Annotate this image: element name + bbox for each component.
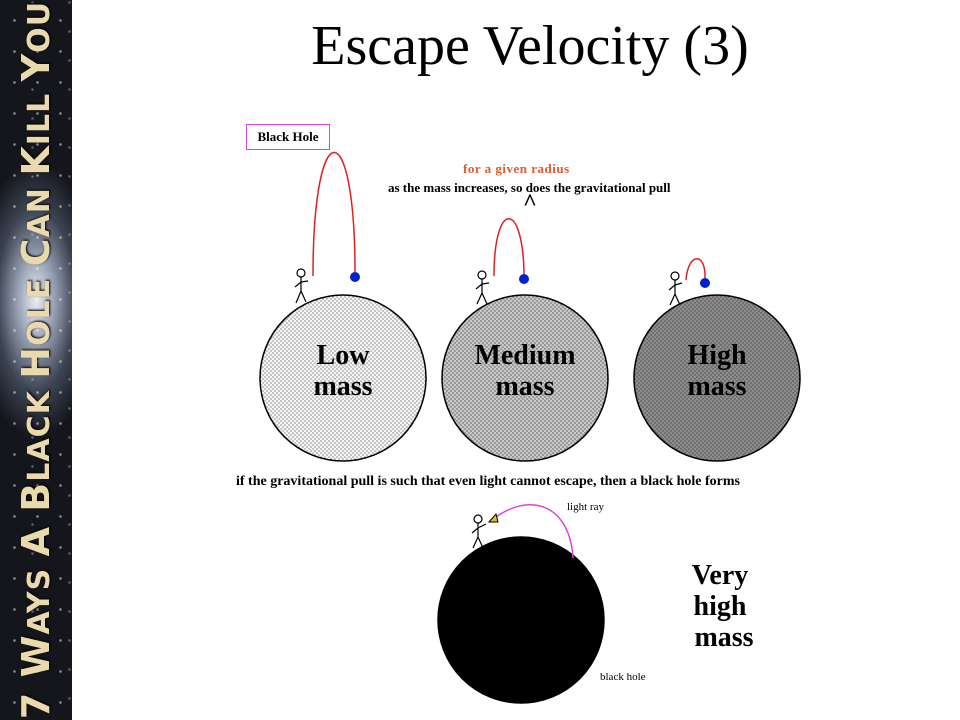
high-mass-line2: mass xyxy=(687,371,747,402)
low-mass-line1: Low xyxy=(316,340,370,371)
radius-note: for a given radius xyxy=(463,161,570,176)
sidebar-banner: 7 WAYS A BLACK HOLE CAN KILL YOU xyxy=(0,0,72,720)
low-mass-ball xyxy=(350,272,360,282)
high-mass-planet xyxy=(633,294,801,462)
medium-mass-line2: mass xyxy=(495,371,555,402)
slide-title: Escape Velocity (3) xyxy=(311,15,749,77)
medium-mass-ball xyxy=(519,274,529,284)
black-hole-planet xyxy=(437,536,605,704)
mass-note: as the mass increases, so does the gravi… xyxy=(388,180,671,195)
very-high-mass-line2: high xyxy=(693,591,747,622)
light-ray-path xyxy=(491,504,574,559)
medium-mass-planet xyxy=(441,294,609,462)
caret-marker: ^ xyxy=(523,190,537,216)
light-ray-arrowhead xyxy=(487,512,499,523)
low-mass-line2: mass xyxy=(313,371,373,402)
light-ray-label: light ray xyxy=(567,501,604,513)
low-mass-trajectory xyxy=(312,151,356,277)
black-hole-caption: black hole xyxy=(600,671,646,683)
medium-mass-line1: Medium xyxy=(474,340,576,371)
high-mass-line1: High xyxy=(687,340,747,371)
medium-mass-trajectory xyxy=(493,218,525,277)
very-high-mass-line3: mass xyxy=(694,622,754,653)
black-hole-stick-figure xyxy=(471,514,487,549)
high-mass-ball xyxy=(700,278,710,288)
high-mass-stick-figure xyxy=(668,271,683,306)
medium-mass-stick-figure xyxy=(475,270,490,305)
starfield-background xyxy=(0,0,72,720)
black-hole-label: Black Hole xyxy=(246,124,330,150)
low-mass-planet xyxy=(259,294,427,462)
high-mass-trajectory xyxy=(685,258,706,281)
very-high-mass-line1: Very xyxy=(691,560,749,591)
black-hole-condition: if the gravitational pull is such that e… xyxy=(236,474,741,489)
low-mass-stick-figure xyxy=(294,268,309,304)
